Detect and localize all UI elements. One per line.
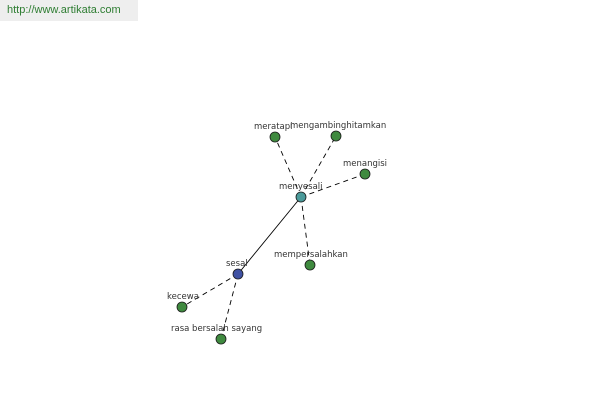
node-label-meratapi[interactable]: meratapi: [254, 122, 293, 132]
node-label-menangisi[interactable]: menangisi: [343, 159, 387, 169]
edge-menyesali-meratapi: [274, 136, 302, 198]
node-kecewa[interactable]: [176, 301, 188, 313]
node-menyesali[interactable]: [295, 191, 307, 203]
node-sesal[interactable]: [232, 268, 244, 280]
url-bar: http://www.artikata.com: [0, 0, 138, 21]
edge-menyesali-mengambinghitamkan: [300, 135, 337, 198]
edge-menyesali-mempersalahkan: [300, 196, 311, 266]
edge-sesal-menyesali: [237, 196, 302, 275]
edge-sesal-kecewa: [181, 273, 239, 308]
node-rasa-bersalah-sayang[interactable]: [215, 333, 227, 345]
node-mempersalahkan[interactable]: [304, 259, 316, 271]
node-meratapi[interactable]: [269, 131, 281, 143]
node-label-sesal[interactable]: sesal: [226, 259, 248, 269]
node-mengambinghitamkan[interactable]: [330, 130, 342, 142]
edge-layer: [181, 135, 366, 340]
node-label-kecewa[interactable]: kecewa: [167, 292, 199, 302]
node-label-mempersalahkan[interactable]: mempersalahkan: [274, 250, 348, 260]
site-url-link[interactable]: http://www.artikata.com: [7, 4, 121, 16]
edge-menyesali-menangisi: [300, 173, 366, 198]
node-label-menyesali[interactable]: menyesali: [279, 182, 323, 192]
edge-sesal-rasa-bersalah-sayang: [220, 273, 239, 340]
node-label-mengambinghitamkan[interactable]: mengambinghitamkan: [290, 121, 386, 131]
node-label-rasa-bersalah-sayang[interactable]: rasa bersalah sayang: [171, 324, 262, 334]
node-layer: [176, 130, 371, 345]
node-menangisi[interactable]: [359, 168, 371, 180]
